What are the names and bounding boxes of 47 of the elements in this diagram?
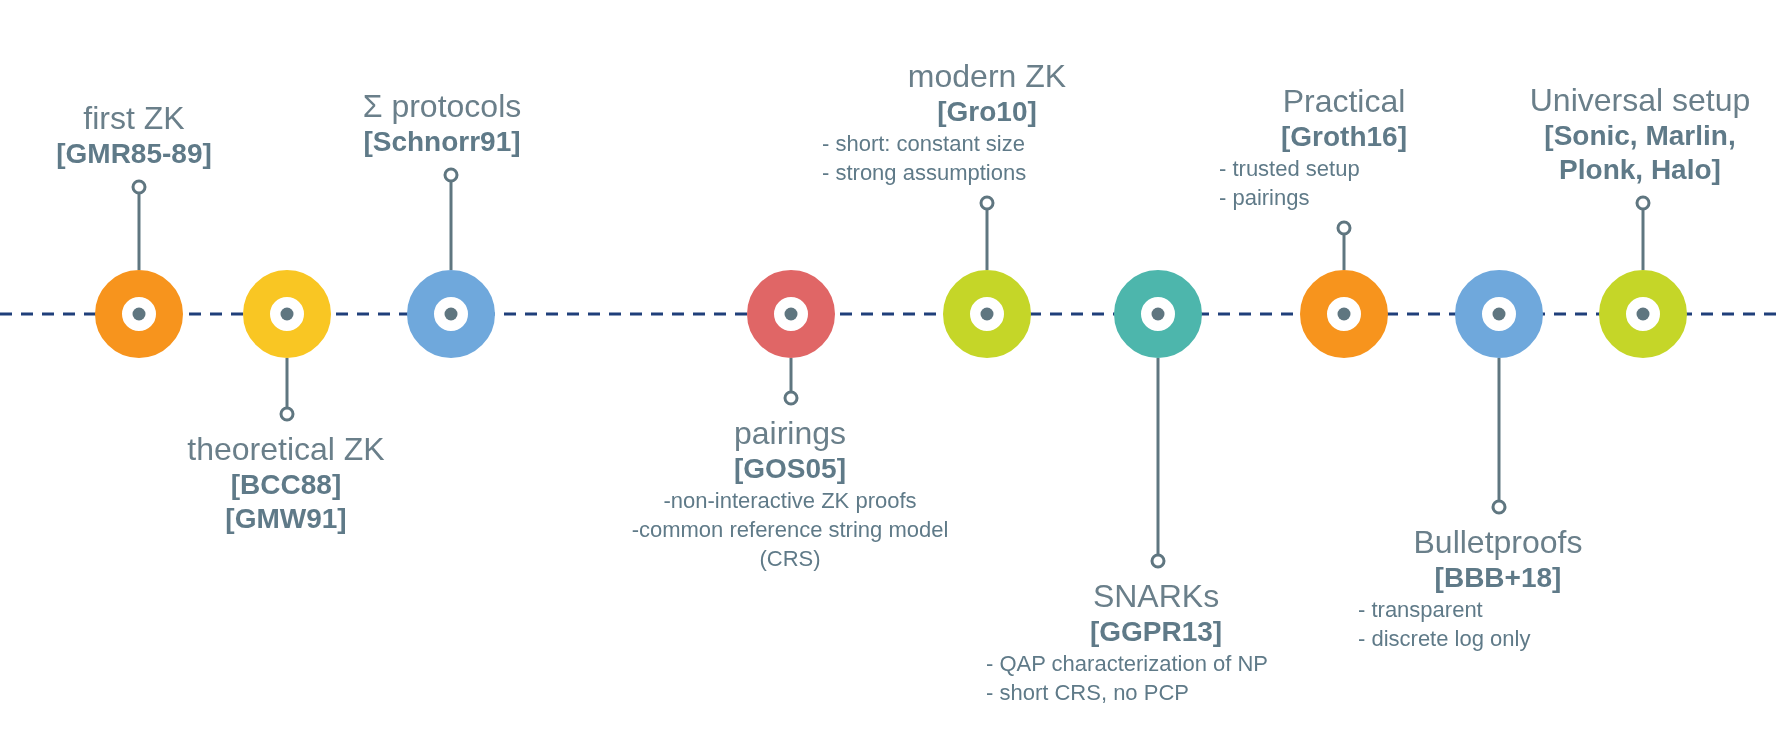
timeline-ring xyxy=(943,270,1031,358)
citation: [Sonic, Marlin, Plonk, Halo] xyxy=(1543,119,1737,187)
leader-line xyxy=(1150,358,1166,569)
leader-line xyxy=(1491,358,1507,515)
citation: [GOS05] xyxy=(733,452,847,486)
milestone-title: SNARKs xyxy=(1091,577,1221,615)
bullet-point: - QAP characterization of NP xyxy=(986,650,1270,678)
bullet-point: - transparent xyxy=(1358,596,1484,624)
milestone-title: pairings xyxy=(732,414,848,452)
citation: [Groth16] xyxy=(1280,120,1408,154)
bullet-point: - pairings xyxy=(1219,184,1311,212)
citation: [Schnorr91] xyxy=(362,125,522,159)
leader-line xyxy=(783,358,799,406)
leader-line xyxy=(1336,220,1352,270)
timeline-ring xyxy=(407,270,495,358)
bullet-point: - short: constant size xyxy=(822,130,1026,158)
citation: [BCC88] xyxy=(229,468,343,502)
bullet-point: - trusted setup xyxy=(1219,155,1361,183)
timeline-ring xyxy=(1455,270,1543,358)
milestone-title: Σ protocols xyxy=(361,87,523,125)
timeline-ring xyxy=(243,270,331,358)
citation: [GMW91] xyxy=(224,502,348,536)
milestone-title: Bulletproofs xyxy=(1412,523,1584,561)
milestone-title: first ZK xyxy=(82,99,186,137)
timeline-ring xyxy=(1599,270,1687,358)
bullet-point: - short CRS, no PCP xyxy=(986,679,1190,707)
timeline-ring xyxy=(1114,270,1202,358)
bullet-point: -common reference string model (CRS) xyxy=(630,516,950,573)
milestone-title: modern ZK xyxy=(906,57,1068,95)
leader-line xyxy=(979,195,995,270)
citation: [Gro10] xyxy=(936,95,1038,129)
citation: [GMR85-89] xyxy=(55,137,213,171)
timeline-ring xyxy=(1300,270,1388,358)
bullet-point: - discrete log only xyxy=(1358,625,1532,653)
bullet-point: - strong assumptions xyxy=(822,159,1028,187)
milestone-title: Practical xyxy=(1281,82,1407,120)
bullet-point: -non-interactive ZK proofs xyxy=(662,487,918,515)
timeline-ring xyxy=(95,270,183,358)
leader-line xyxy=(279,358,295,422)
milestone-title: Universal setup xyxy=(1528,81,1752,119)
milestone-title: theoretical ZK xyxy=(186,430,386,468)
leader-line xyxy=(1635,195,1651,270)
leader-line xyxy=(443,167,459,270)
citation: [GGPR13] xyxy=(1088,615,1224,649)
leader-line xyxy=(131,179,147,270)
timeline-ring xyxy=(747,270,835,358)
citation: [BBB+18] xyxy=(1433,561,1563,595)
